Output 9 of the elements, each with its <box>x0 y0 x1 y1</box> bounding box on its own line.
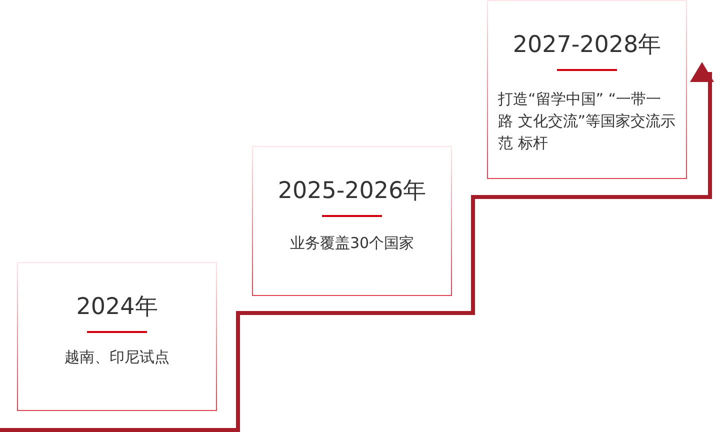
year-heading: 2024年 <box>76 293 158 322</box>
year-heading: 2025-2026年 <box>278 177 426 206</box>
year-heading: 2027-2028年 <box>512 31 662 60</box>
milestone-card <box>17 262 217 411</box>
milestone-description: 业务覆盖30个国家 <box>288 233 416 254</box>
milestone-description: 打造“留学中国” “一带一路 文化交流”等国家交流示范 标杆 <box>498 89 676 154</box>
milestone-card <box>487 0 687 179</box>
milestone-description: 越南、印尼试点 <box>64 347 170 368</box>
milestone-card <box>252 146 452 296</box>
